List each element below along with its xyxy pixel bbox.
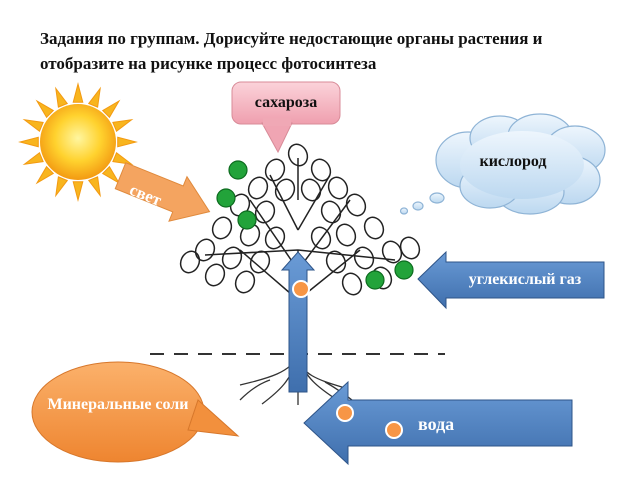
- tree-leaf: [327, 176, 349, 200]
- tree-leaf: [310, 158, 332, 182]
- sun-ray: [35, 99, 55, 119]
- sucrose-callout: [231, 81, 341, 154]
- sun-ray: [112, 151, 134, 165]
- mineral-salts-label: Минеральные соли: [47, 396, 189, 413]
- sun-ray: [112, 119, 134, 133]
- tree-leaf: [363, 216, 385, 240]
- tree-leaf: [310, 226, 332, 250]
- tree-leaf: [325, 250, 347, 274]
- tree-leaf: [320, 200, 342, 224]
- sun-ray: [55, 176, 69, 198]
- tree-leaf: [264, 226, 286, 250]
- sun-ray: [87, 86, 101, 108]
- tree-leaf: [300, 178, 322, 202]
- tree-leaf: [194, 238, 216, 262]
- tree-leaf: [341, 272, 363, 296]
- tree-leaf: [211, 216, 233, 240]
- mineral-salts-bubble: [31, 361, 240, 463]
- sun-ray: [55, 86, 69, 108]
- sun-ray: [87, 176, 101, 198]
- sun-ray: [18, 136, 39, 148]
- stem-sugar-arrow: [280, 251, 316, 393]
- water-arrow: [303, 380, 573, 466]
- page-title: Задания по группам. Дорисуйте недостающи…: [40, 29, 543, 73]
- tree-leaf: [353, 246, 375, 270]
- sun-ray: [72, 82, 84, 103]
- sun-ray: [101, 99, 121, 119]
- sun-ray: [35, 165, 55, 185]
- tree-leaf: [247, 176, 269, 200]
- tree-leaf: [221, 246, 243, 270]
- tree-leaf: [335, 223, 357, 247]
- water-markers: [292, 280, 403, 439]
- tree-leaf: [204, 263, 226, 287]
- carbon-dioxide-arrow: [417, 250, 605, 310]
- sun-ray: [22, 151, 44, 165]
- oxygen-label: кислород: [479, 153, 547, 170]
- tree-leaf: [254, 200, 276, 224]
- tree-leaf: [264, 158, 286, 182]
- tree-leaf: [287, 143, 309, 167]
- tree-drawing: [179, 143, 421, 352]
- sun-ray: [72, 181, 84, 202]
- tree-leaf: [345, 193, 367, 217]
- sun-ray: [22, 119, 44, 133]
- tree-leaf: [399, 236, 421, 260]
- tree-leaf: [234, 270, 256, 294]
- leaf-markers: [216, 160, 414, 290]
- sun-icon: [18, 82, 138, 202]
- tree-leaf: [179, 250, 201, 274]
- sun-ray: [117, 136, 138, 148]
- tree-leaf: [274, 178, 296, 202]
- tree-leaf: [249, 250, 271, 274]
- sucrose-label: сахароза: [254, 94, 318, 111]
- sun-ray: [101, 165, 121, 185]
- carbon-dioxide-label: углекислый газ: [468, 271, 582, 288]
- light-arrow: [114, 162, 211, 222]
- water-label: вода: [418, 414, 455, 434]
- oxygen-cloud: [399, 113, 606, 215]
